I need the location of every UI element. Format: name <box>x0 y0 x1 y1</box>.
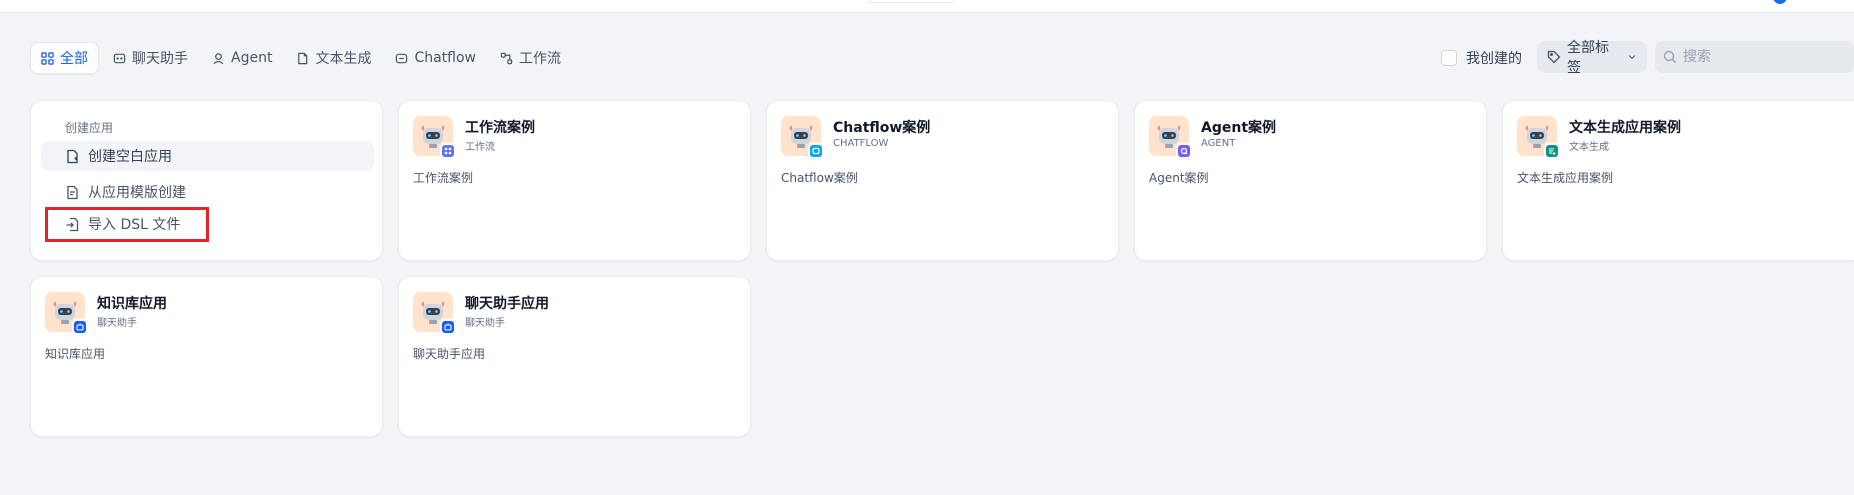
tab-workflow[interactable]: 工作流 <box>490 42 571 74</box>
tab-text-generation-label: 文本生成 <box>315 51 372 67</box>
app-name: 工作流案例 <box>465 120 535 136</box>
file-plus-icon <box>67 149 78 163</box>
app-name: 文本生成应用案例 <box>1569 120 1681 136</box>
robot-icon <box>422 126 444 148</box>
robot-icon <box>54 302 76 324</box>
app-type-tabs: 全部 聊天助手 Agent 文本生成 Chatflow 工作流 <box>30 42 571 74</box>
tag-filter-dropdown[interactable]: 全部标签 <box>1537 40 1647 76</box>
app-card-knowledge-base[interactable]: 知识库应用 聊天助手 知识库应用 <box>30 276 383 437</box>
create-from-template-button[interactable]: 从应用模版创建 <box>41 177 374 207</box>
app-name: 聊天助手应用 <box>465 296 549 312</box>
app-type: 聊天助手 <box>97 318 137 329</box>
app-icon <box>413 292 456 335</box>
tab-chatflow[interactable]: Chatflow <box>385 42 486 74</box>
tab-agent-label: Agent <box>231 50 273 66</box>
create-app-title: 创建应用 <box>65 121 114 135</box>
tab-chat-assistant-label: 聊天助手 <box>132 51 188 67</box>
highlight-annotation-box <box>45 207 209 242</box>
template-icon <box>67 185 78 199</box>
app-description: Chatflow案例 <box>781 171 858 185</box>
import-file-icon <box>66 217 79 231</box>
app-type: CHATFLOW <box>833 138 889 149</box>
grid-icon <box>41 51 54 65</box>
app-icon <box>1517 116 1560 159</box>
tab-workflow-label: 工作流 <box>519 51 562 67</box>
search-box[interactable] <box>1655 41 1854 73</box>
app-type: AGENT <box>1201 138 1236 149</box>
app-card-chat-assistant[interactable]: 聊天助手应用 聊天助手 聊天助手应用 <box>398 276 751 437</box>
app-card-agent-example[interactable]: Agent案例 AGENT Agent案例 <box>1134 100 1487 261</box>
app-name: 知识库应用 <box>97 296 167 312</box>
tab-chat-assistant[interactable]: 聊天助手 <box>103 42 198 74</box>
chevron-down-icon <box>1628 55 1636 60</box>
search-icon <box>1663 50 1676 63</box>
document-badge-icon <box>1544 143 1560 159</box>
app-type: 文本生成 <box>1569 142 1609 153</box>
chat-bot-icon <box>113 53 126 63</box>
import-dsl-label: 导入 DSL 文件 <box>88 217 181 233</box>
avatar[interactable] <box>1773 0 1787 4</box>
app-card-chatflow-example[interactable]: Chatflow案例 CHATFLOW Chatflow案例 <box>766 100 1119 261</box>
tab-all[interactable]: 全部 <box>30 42 99 74</box>
search-input[interactable] <box>1683 49 1843 65</box>
app-type: 聊天助手 <box>465 318 505 329</box>
app-description: 聊天助手应用 <box>413 347 486 361</box>
document-icon <box>298 52 308 64</box>
robot-icon <box>422 302 444 324</box>
tab-text-generation[interactable]: 文本生成 <box>286 42 381 74</box>
app-name: Agent案例 <box>1201 120 1277 136</box>
app-card-workflow-example[interactable]: 工作流案例 工作流 工作流案例 <box>398 100 751 261</box>
app-name: Chatflow案例 <box>833 120 931 136</box>
tab-agent[interactable]: Agent <box>202 42 282 74</box>
tag-filter-label: 全部标签 <box>1567 40 1609 76</box>
nav-tab-edge[interactable] <box>868 0 954 3</box>
app-icon <box>45 292 88 335</box>
robot-icon <box>790 126 812 148</box>
chat-bot-badge-icon <box>440 319 456 335</box>
chat-bot-badge-icon <box>72 319 88 335</box>
chatflow-badge-icon <box>808 143 824 159</box>
import-dsl-button[interactable]: 导入 DSL 文件 <box>41 209 374 239</box>
create-blank-app-label: 创建空白应用 <box>88 149 172 165</box>
app-card-text-generation-example[interactable]: 文本生成应用案例 文本生成 文本生成应用案例 <box>1502 100 1854 261</box>
chatflow-icon <box>396 53 408 63</box>
create-blank-app-button[interactable]: 创建空白应用 <box>41 141 374 171</box>
created-by-me-label: 我创建的 <box>1466 51 1522 67</box>
app-icon <box>1149 116 1192 159</box>
created-by-me-filter[interactable]: 我创建的 <box>1441 46 1522 70</box>
app-description: Agent案例 <box>1149 171 1209 185</box>
workflow-icon <box>500 52 513 64</box>
created-by-me-checkbox[interactable] <box>1441 50 1457 66</box>
app-description: 工作流案例 <box>413 171 474 185</box>
robot-icon <box>1158 126 1180 148</box>
agent-icon <box>213 52 224 64</box>
app-icon <box>781 116 824 159</box>
tab-all-label: 全部 <box>60 51 88 67</box>
app-type: 工作流 <box>465 142 495 153</box>
robot-icon <box>1526 126 1548 148</box>
workflow-badge-icon <box>440 143 456 159</box>
app-description: 知识库应用 <box>45 347 106 361</box>
app-icon <box>413 116 456 159</box>
create-app-card: 创建应用 创建空白应用 从应用模版创建 导入 DSL 文件 <box>30 100 383 261</box>
tag-icon <box>1547 50 1561 64</box>
app-description: 文本生成应用案例 <box>1517 171 1614 185</box>
tab-chatflow-label: Chatflow <box>414 50 477 66</box>
top-navigation-bar <box>0 0 1854 13</box>
agent-badge-icon <box>1176 143 1192 159</box>
create-from-template-label: 从应用模版创建 <box>88 185 186 201</box>
